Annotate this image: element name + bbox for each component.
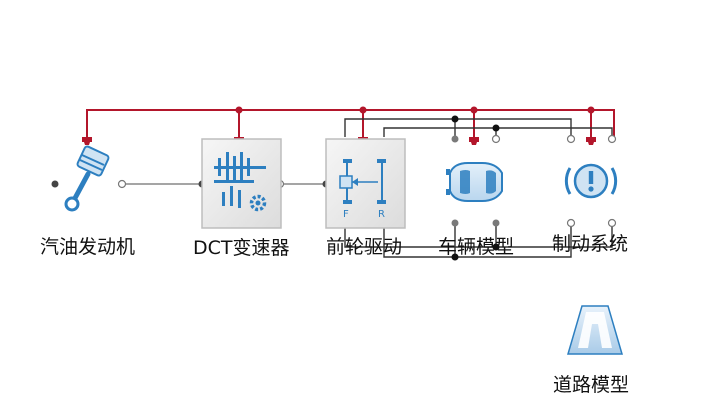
wire-node <box>451 115 459 123</box>
port <box>117 179 127 189</box>
drive-block[interactable]: F R <box>325 138 406 229</box>
wire <box>383 127 497 137</box>
dct-label: DCT变速器 <box>193 237 290 259</box>
piston-icon[interactable] <box>64 145 110 212</box>
wire-node <box>492 243 500 251</box>
drive-frame <box>325 138 406 229</box>
wire <box>496 127 613 137</box>
gearbox-icon <box>214 152 267 212</box>
port <box>607 218 617 228</box>
bus-connector <box>82 137 92 145</box>
bus-node <box>235 106 243 114</box>
axle-front-label: F <box>343 209 349 220</box>
port <box>492 219 500 227</box>
bus-node <box>587 106 595 114</box>
port <box>51 180 59 188</box>
bus-node <box>470 106 478 114</box>
brake-label: 制动系统 <box>552 233 629 255</box>
shaft-wires <box>51 179 330 189</box>
port <box>451 219 459 227</box>
port <box>491 134 501 144</box>
wire <box>383 224 572 258</box>
dct-block[interactable] <box>201 138 282 229</box>
car-icon[interactable] <box>446 162 503 202</box>
engine-label: 汽油发动机 <box>40 236 136 258</box>
port <box>451 135 459 143</box>
signal-wires-upper <box>344 115 617 144</box>
wire <box>344 224 613 248</box>
drive-label: 前轮驱动 <box>326 236 403 258</box>
wire-node <box>451 253 459 261</box>
brake-warning-icon[interactable] <box>564 163 618 199</box>
bus-connector <box>586 137 596 145</box>
bus-line <box>86 109 615 137</box>
port <box>566 134 576 144</box>
signal-wires-lower <box>344 218 617 261</box>
vehicle-label: 车辆模型 <box>438 236 515 258</box>
axle-rear-label: R <box>378 209 385 220</box>
fwd-axle-icon <box>339 159 386 204</box>
wire <box>455 118 572 137</box>
bus-connector <box>469 137 479 145</box>
port <box>566 218 576 228</box>
road-icon[interactable] <box>567 305 623 355</box>
bus-node <box>359 106 367 114</box>
port <box>607 134 617 144</box>
road-label: 道路模型 <box>553 374 630 396</box>
wire-node <box>492 124 500 132</box>
